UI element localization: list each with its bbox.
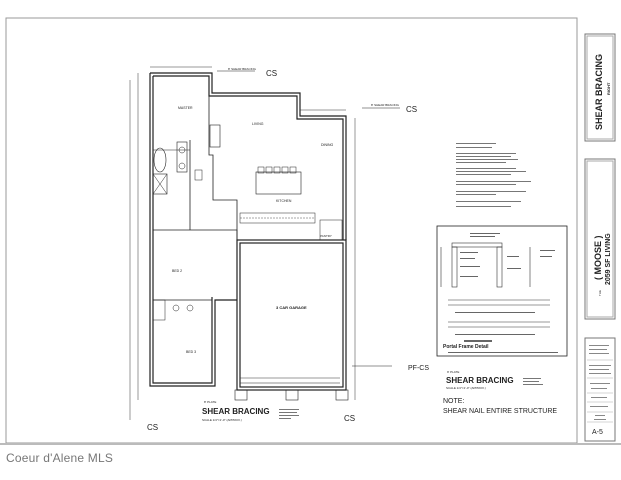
second-plate-label: 9' PLATE — [447, 370, 459, 374]
room-garage: 3 CAR GARAGE — [276, 305, 307, 310]
cs-marker-bottom-right: CS — [344, 414, 355, 423]
room-pantry: PANTRY — [320, 234, 332, 238]
pf-cs-marker: PF-CS — [408, 365, 429, 372]
kitchen-island — [255, 171, 302, 195]
title-box-info — [584, 337, 616, 442]
second-scale-label: SCALE 1/4"=1'-0" (APPROX.) — [446, 386, 486, 390]
main-plate-label: 8' PLATE — [204, 400, 216, 404]
notes-block — [456, 143, 531, 207]
title-box-sheet — [584, 33, 616, 142]
title-side: RIGHT — [606, 82, 611, 95]
note-text: SHEAR NAIL ENTIRE STRUCTURE — [443, 408, 557, 415]
cs-marker-top: CS — [266, 69, 277, 78]
shear-bracing-callout-top: 8' SHEAR BRACING — [228, 67, 257, 71]
room-bed3: BED 3 — [186, 350, 196, 354]
title-block: SHEAR BRACING RIGHT THE ( MOOSE ) 2059 S… — [584, 33, 616, 442]
portal-frame-detail: Portal Frame Detail — [436, 225, 568, 357]
mls-watermark: Coeur d'Alene MLS — [6, 451, 114, 465]
second-drawing-title: SHEAR BRACING — [446, 376, 514, 385]
garage-outline — [236, 239, 347, 391]
room-bed2: BED 2 — [172, 269, 182, 273]
shear-bracing-callout-right: 8' SHEAR BRACING — [371, 103, 400, 107]
title-plan-prefix: THE — [598, 290, 602, 296]
title-sheet-name: SHEAR BRACING — [594, 54, 604, 130]
title-box-plan — [584, 158, 616, 320]
room-living: LIVING — [252, 122, 264, 126]
exterior-wall-top — [150, 72, 347, 240]
room-master: MASTER — [178, 106, 193, 110]
title-plan-name: ( MOOSE ) — [593, 235, 603, 280]
portal-frame-title: Portal Frame Detail — [443, 344, 489, 350]
cs-marker-right: CS — [406, 105, 417, 114]
title-sheet-number: A-5 — [592, 429, 603, 436]
main-drawing-title: SHEAR BRACING — [202, 407, 270, 416]
title-living-area: 2059 SF LIVING — [605, 233, 612, 285]
main-scale-label: SCALE 1/4"=1'-0" (APPROX.) — [202, 418, 242, 422]
room-dining: DINING — [321, 143, 334, 147]
note-label: NOTE: — [443, 398, 464, 405]
cs-marker-bottom-left: CS — [147, 423, 158, 432]
room-kitchen: KITCHEN — [276, 199, 292, 203]
floor-plan — [129, 66, 400, 420]
